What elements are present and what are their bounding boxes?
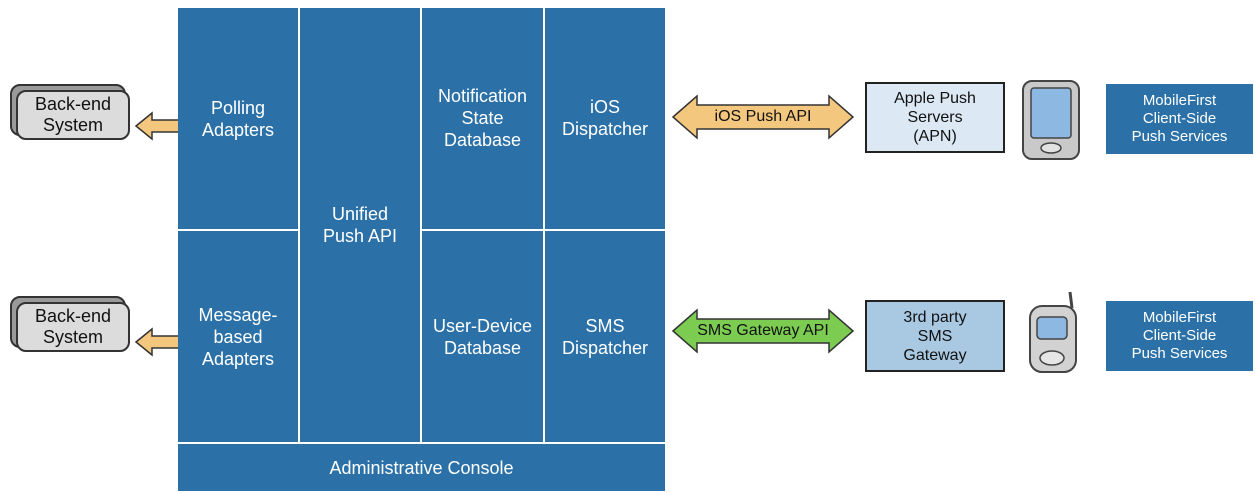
sms-gateway-api-label: SMS Gateway API xyxy=(697,322,829,339)
user-device-database: User-Device Database xyxy=(422,231,543,442)
apple-push-servers: Apple Push Servers (APN) xyxy=(865,82,1005,153)
third-party-sms-gateway: 3rd party SMS Gateway xyxy=(865,300,1005,372)
unified-push-api: Unified Push API xyxy=(300,8,420,442)
backend-system-bottom: Back-end System xyxy=(10,296,130,352)
mobilefirst-client-push-services-sms: MobileFirst Client-Side Push Services xyxy=(1106,301,1253,371)
sms-gateway-api-arrow xyxy=(671,308,855,354)
backend-system-label: Back-end System xyxy=(16,90,130,140)
ios-push-api-arrow xyxy=(671,94,855,140)
mobilefirst-client-push-services-ios: MobileFirst Client-Side Push Services xyxy=(1106,84,1253,154)
ios-push-api-label: iOS Push API xyxy=(714,108,812,125)
message-based-adapters: Message- based Adapters xyxy=(178,231,298,442)
polling-adapters: Polling Adapters xyxy=(178,8,298,229)
backend-system-label: Back-end System xyxy=(16,302,130,352)
flip-phone-icon xyxy=(1029,291,1077,373)
ios-dispatcher: iOS Dispatcher xyxy=(545,8,665,229)
sms-dispatcher: SMS Dispatcher xyxy=(545,231,665,442)
smartphone-icon xyxy=(1022,80,1080,160)
backend-system-top: Back-end System xyxy=(10,84,130,140)
notification-state-database: Notification State Database xyxy=(422,8,543,229)
administrative-console: Administrative Console xyxy=(178,444,665,491)
